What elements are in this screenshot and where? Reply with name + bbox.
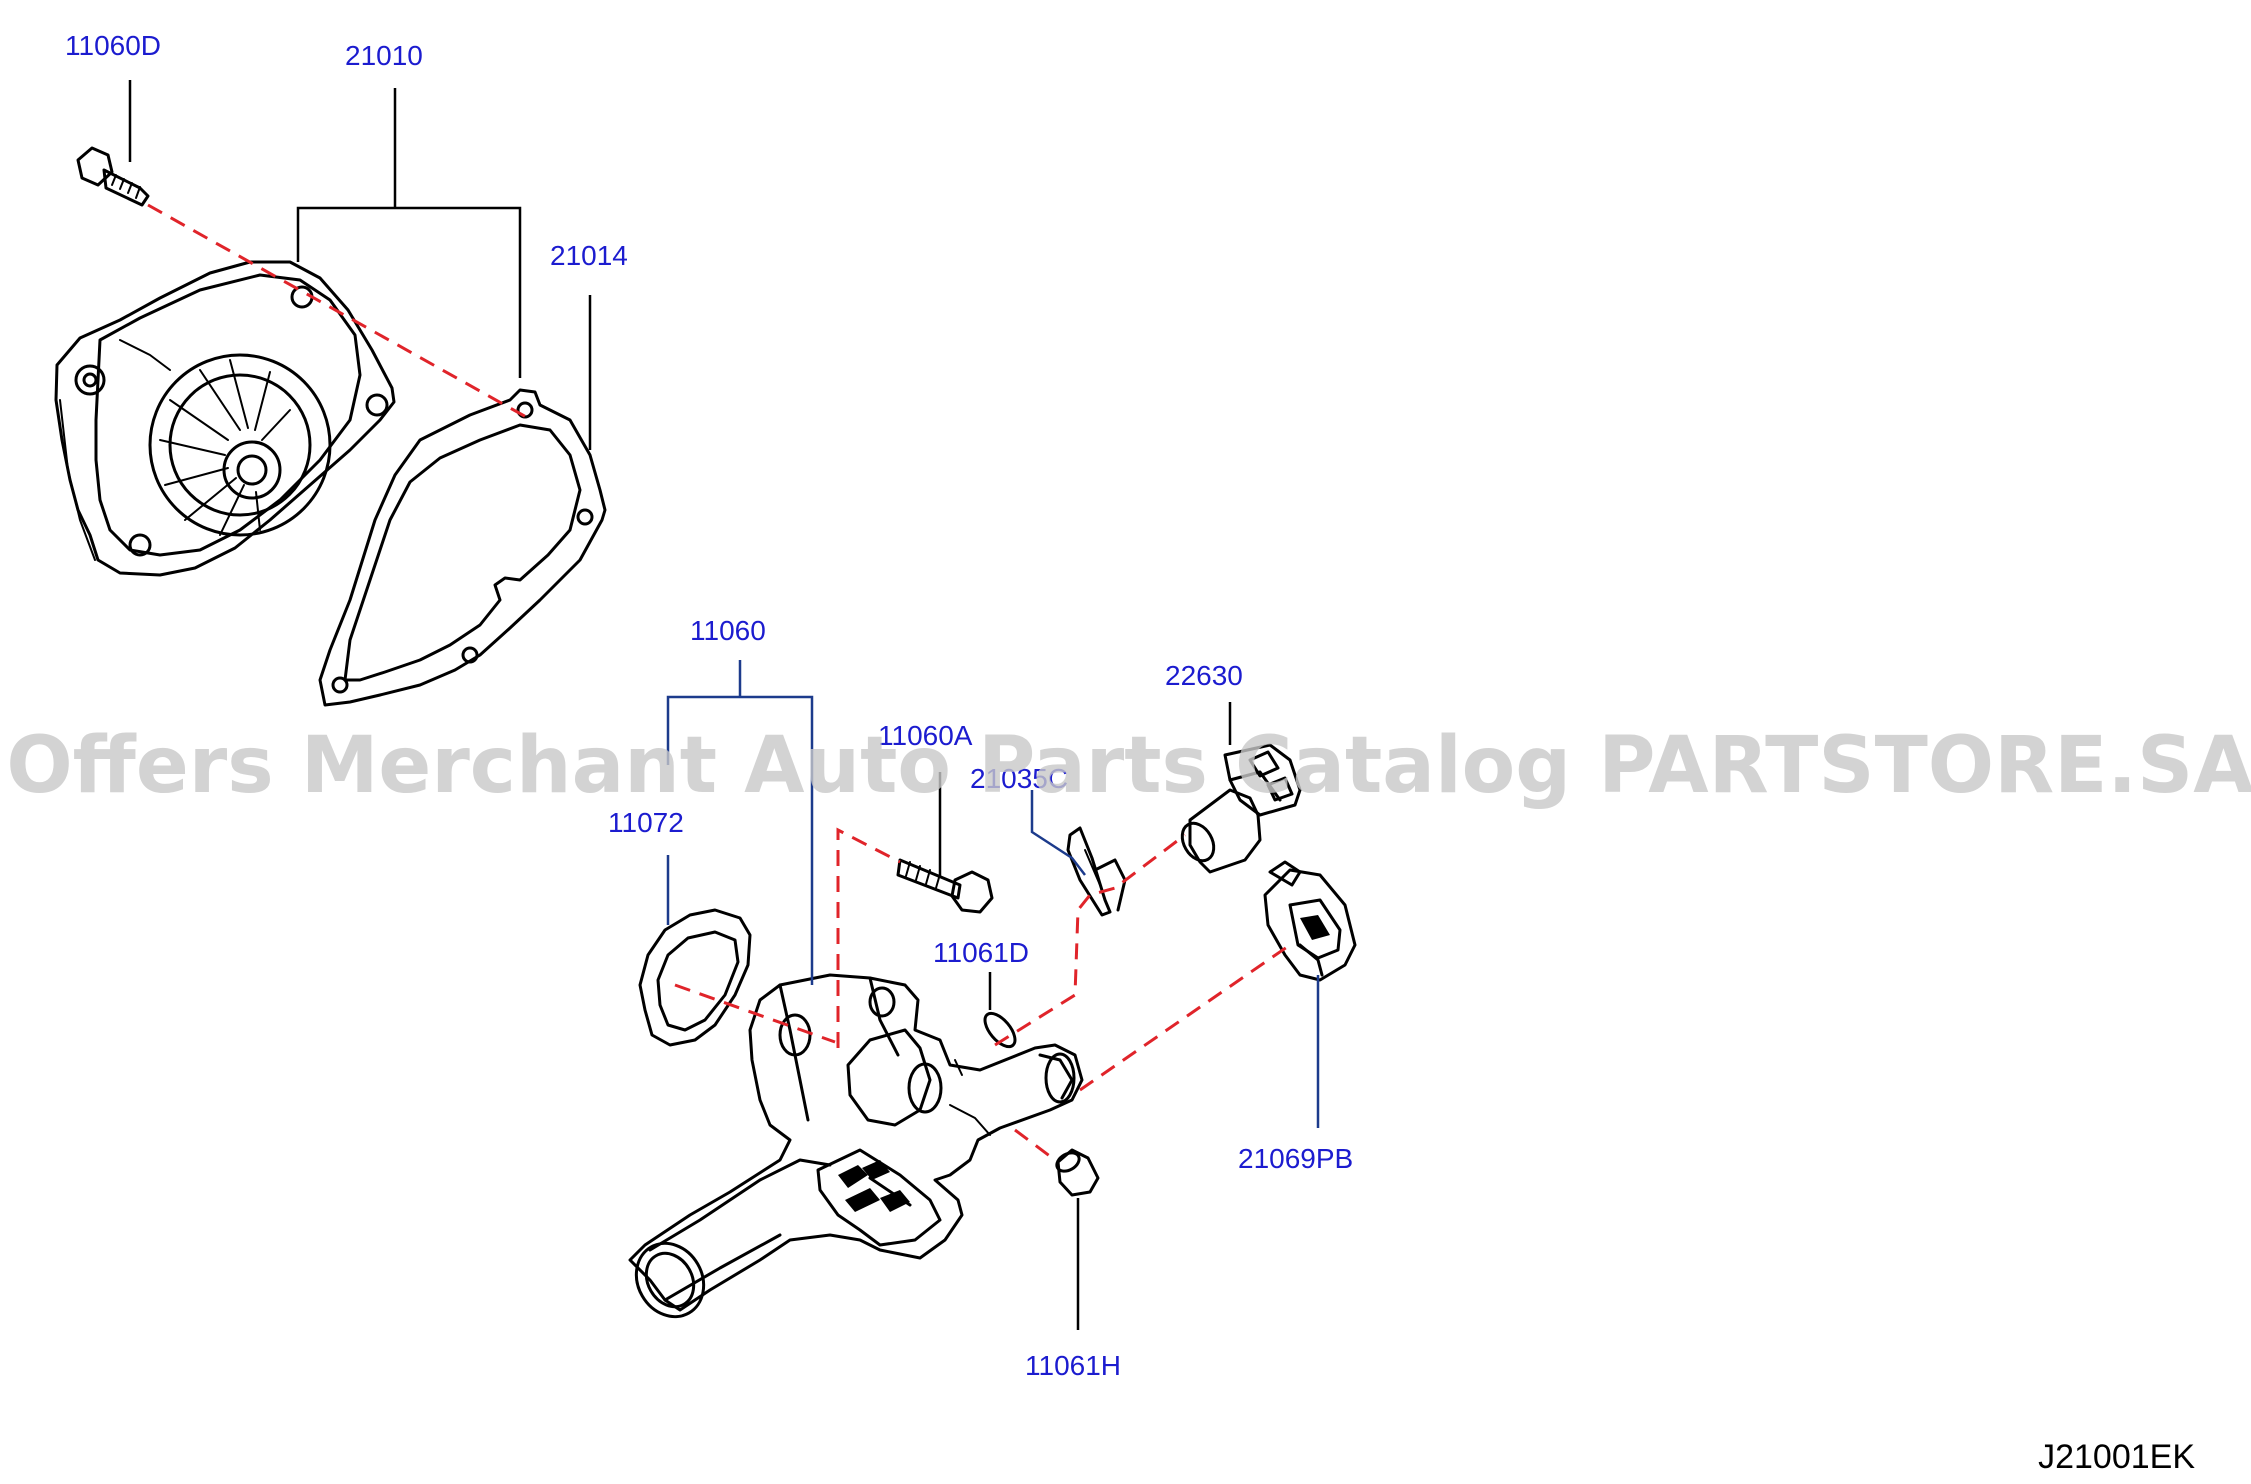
label-11060d: 11060D (65, 30, 161, 61)
label-21035c: 21035C (970, 763, 1068, 794)
bolt-11060a (896, 858, 994, 914)
leader-lines-blue (666, 660, 1320, 1128)
drawing-code: J21001EK (2038, 1438, 2195, 1476)
leader-lines-black (128, 80, 1232, 1330)
clip-21035c (1066, 826, 1127, 917)
label-21069pb: 21069PB (1238, 1143, 1353, 1174)
label-21014: 21014 (550, 240, 628, 271)
bolt-11060d (76, 146, 150, 207)
water-outlet-housing (628, 973, 1084, 1319)
assembly-lines (147, 203, 1291, 1162)
watermark-text: Offers Merchant Auto Parts Catalog PARTS… (6, 721, 2251, 811)
label-11061d: 11061D (933, 937, 1029, 968)
cap-11061h (1055, 1148, 1100, 1197)
label-22630: 22630 (1165, 660, 1243, 691)
sensor-22630 (1180, 743, 1302, 874)
connector-21069pb (1263, 860, 1357, 982)
gasket-11072 (638, 908, 752, 1047)
water-pump (54, 260, 396, 577)
o-ring-11061d (983, 1011, 1017, 1049)
label-11061h: 11061H (1025, 1350, 1121, 1381)
label-11060: 11060 (690, 615, 766, 646)
label-11072: 11072 (608, 807, 684, 838)
label-21010: 21010 (345, 40, 423, 71)
part-labels: 11060D 21010 21014 11060 11072 11060A 21… (65, 30, 1353, 1381)
label-11060a: 11060A (878, 720, 973, 751)
water-pump-gasket (318, 388, 607, 707)
